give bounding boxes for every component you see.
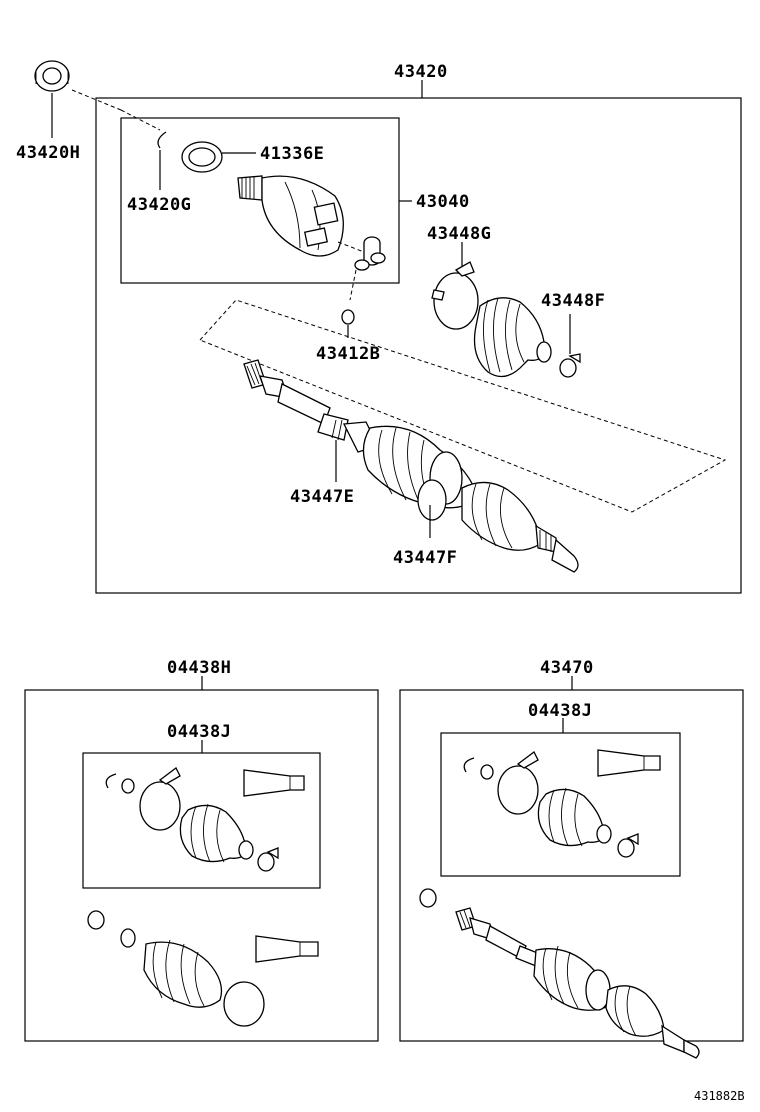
figure-number: 431882B — [694, 1089, 745, 1103]
boot-kit-04438h-group: 04438H 04438J — [24, 658, 379, 1042]
seal-43420h-part[interactable] — [34, 60, 70, 92]
label-43447e[interactable]: 43447E — [290, 487, 354, 507]
retainer-43412b-part[interactable] — [341, 309, 355, 325]
shaft-43470-lower-parts[interactable] — [419, 888, 700, 1059]
label-43040[interactable]: 43040 — [416, 192, 470, 212]
label-43448f[interactable]: 43448F — [541, 291, 605, 311]
label-41336e[interactable]: 41336E — [260, 144, 324, 164]
shaft-43470-group: 43470 04438J — [399, 658, 744, 1059]
inner-boot-part[interactable] — [473, 297, 552, 378]
label-04438h[interactable]: 04438H — [167, 658, 231, 678]
outer-joint-boot-part[interactable] — [362, 425, 579, 573]
kit-right-upper-parts[interactable] — [463, 749, 661, 858]
label-43412b[interactable]: 43412B — [316, 344, 380, 364]
label-43447f[interactable]: 43447F — [393, 548, 457, 568]
label-43420[interactable]: 43420 — [394, 62, 448, 82]
boot-kit-04438j-right-frame — [440, 732, 681, 877]
label-43420h[interactable]: 43420H — [16, 143, 80, 163]
snap-ring-43420g-part[interactable] — [157, 131, 167, 149]
clamp-43448f-part[interactable] — [559, 353, 581, 378]
clamp-43448g-part[interactable] — [431, 261, 479, 330]
label-43420g[interactable]: 43420G — [127, 195, 191, 215]
drive-shaft-part[interactable] — [243, 359, 379, 453]
ring-41336e-part[interactable] — [181, 141, 223, 173]
inboard-joint-housing-part[interactable] — [237, 175, 344, 257]
assembly-43420-group: 43420 43040 43420H 43420G 41336E — [16, 60, 742, 594]
kit-left-lower-parts[interactable] — [87, 910, 319, 1027]
tripod-roller-part[interactable] — [354, 236, 386, 271]
kit-left-upper-parts[interactable] — [105, 767, 305, 872]
label-43470[interactable]: 43470 — [540, 658, 594, 678]
label-43448g[interactable]: 43448G — [427, 224, 491, 244]
assembly-43420-frame — [95, 97, 742, 594]
label-04438j-right[interactable]: 04438J — [528, 701, 592, 721]
label-04438j-left[interactable]: 04438J — [167, 722, 231, 742]
